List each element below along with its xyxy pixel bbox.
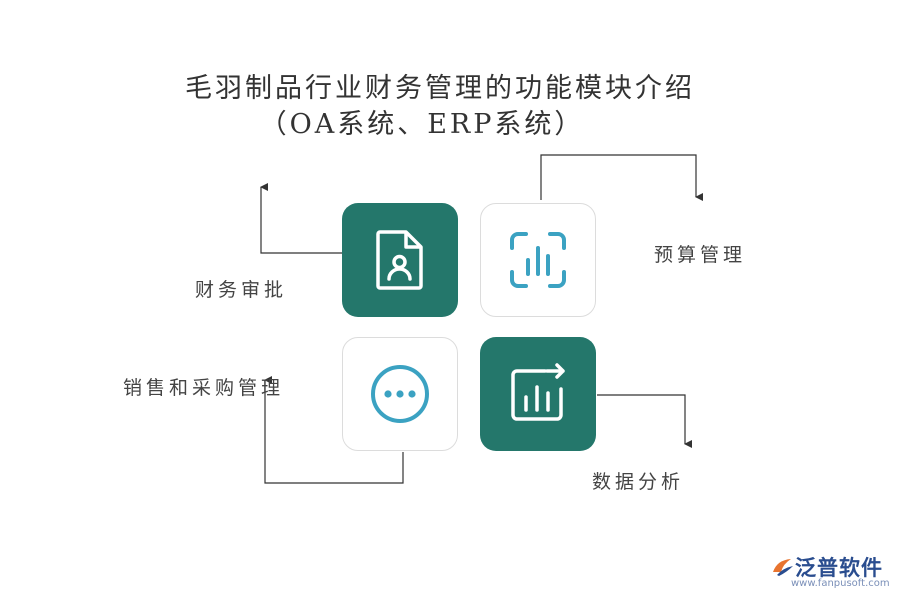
chart-arrow-icon [511, 363, 565, 421]
tile-budget-management[interactable] [480, 203, 596, 317]
connector-finance-approval [260, 183, 342, 254]
brand-name: 泛普软件 [795, 556, 883, 580]
label-sales-purchase: 销售和采购管理 [123, 377, 285, 399]
brand-logo: 泛普软件 [771, 552, 883, 582]
brand-mark-icon [773, 559, 793, 576]
page-subtitle: （OA系统、ERP系统） [259, 109, 585, 140]
tile-finance-approval[interactable] [342, 203, 458, 317]
label-budget-management: 预算管理 [654, 244, 747, 266]
label-data-analysis: 数据分析 [592, 471, 685, 493]
page-title: 毛羽制品行业财务管理的功能模块介绍 [185, 73, 695, 104]
label-finance-approval: 财务审批 [195, 279, 288, 301]
connector-data-analysis [597, 394, 692, 448]
brand-url: www.fanpusoft.com [791, 578, 890, 589]
tile-data-analysis[interactable] [480, 337, 596, 451]
connector-sales-purchase [264, 376, 404, 484]
tile-sales-purchase[interactable] [342, 337, 458, 451]
more-dots-icon [371, 365, 429, 423]
connector-budget-management [540, 154, 703, 201]
document-user-icon [376, 230, 423, 290]
bar-chart-scan-icon [510, 232, 566, 288]
